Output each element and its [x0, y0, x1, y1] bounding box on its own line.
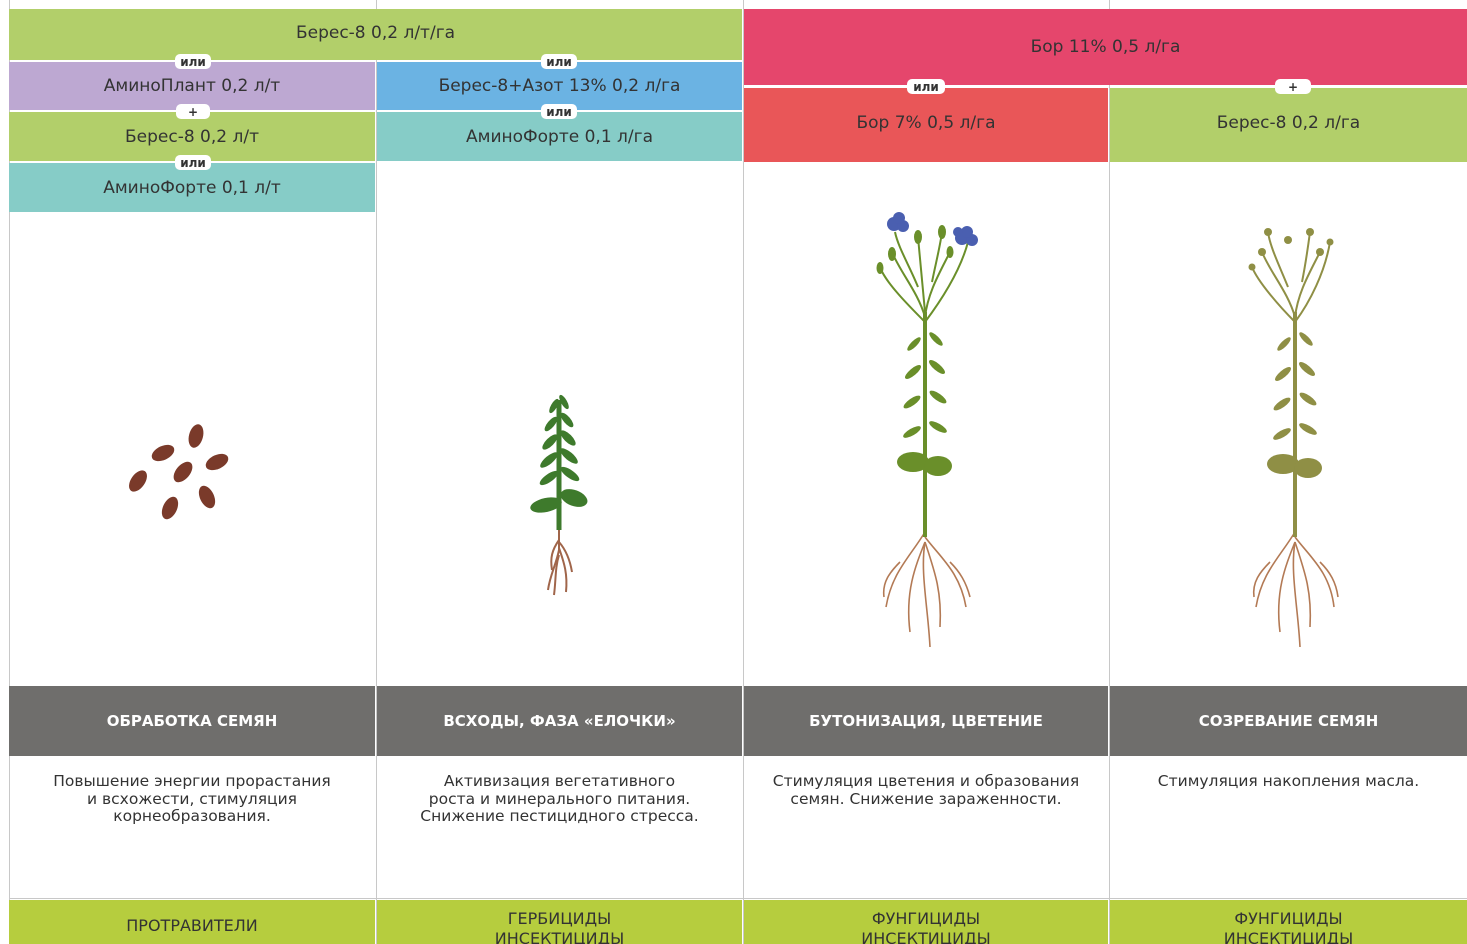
flowering-flax-icon: [876, 212, 978, 648]
stage-description: Стимуляция цветения и образования семян.…: [772, 772, 1080, 808]
product-header-bor11: Бор 11% 0,5 л/га: [744, 9, 1467, 85]
pesticide-class: ПРОТРАВИТЕЛИ: [9, 900, 375, 944]
product-aminoforte-ga: АминоФорте 0,1 л/га: [377, 112, 742, 161]
product-beres8-azot: Берес-8+Азот 13% 0,2 л/га: [377, 62, 742, 110]
product-beres8-t: Берес-8 0,2 л/т: [9, 112, 375, 161]
connector-or: или: [541, 54, 577, 69]
product-header-beres8-tga: Берес-8 0,2 л/т/га: [9, 9, 742, 60]
stage-title-sprouts: ВСХОДЫ, ФАЗА «ЕЛОЧКИ»: [377, 686, 742, 756]
row-divider: [9, 898, 1467, 899]
product-aminoplant: АминоПлант 0,2 л/т: [9, 62, 375, 110]
column-divider: [743, 0, 744, 944]
stage-title-flowering: БУТОНИЗАЦИЯ, ЦВЕТЕНИЕ: [744, 686, 1108, 756]
connector-or: или: [175, 155, 211, 170]
pesticide-class: ФУНГИЦИДЫ ИНСЕКТИЦИДЫ: [1110, 900, 1467, 944]
stage-description: Стимуляция накопления масла.: [1157, 772, 1420, 790]
ripening-flax-icon: [1248, 228, 1339, 648]
column-divider: [9, 0, 10, 944]
stage-description: Повышение энергии прорастания и всхожест…: [53, 772, 331, 825]
connector-or: или: [541, 104, 577, 119]
connector-or: или: [907, 79, 945, 94]
connector-or: или: [175, 54, 211, 69]
product-beres8-ga: Берес-8 0,2 л/га: [1110, 88, 1467, 162]
column-divider: [376, 0, 377, 944]
pesticide-class: ГЕРБИЦИДЫ ИНСЕКТИЦИДЫ: [377, 900, 742, 944]
connector-plus: +: [176, 104, 210, 119]
product-bor7: Бор 7% 0,5 л/га: [744, 88, 1108, 162]
seedling-icon: [530, 394, 588, 596]
seeds-icon: [129, 424, 229, 520]
product-aminoforte-t: АминоФорте 0,1 л/т: [9, 163, 375, 212]
stage-title-ripening: СОЗРЕВАНИЕ СЕМЯН: [1110, 686, 1467, 756]
stage-description: Активизация вегетативного роста и минера…: [420, 772, 699, 825]
stage-title-seed-treatment: ОБРАБОТКА СЕМЯН: [9, 686, 375, 756]
column-divider: [1109, 0, 1110, 944]
connector-plus: +: [1275, 79, 1311, 94]
pesticide-class: ФУНГИЦИДЫ ИНСЕКТИЦИДЫ: [744, 900, 1108, 944]
